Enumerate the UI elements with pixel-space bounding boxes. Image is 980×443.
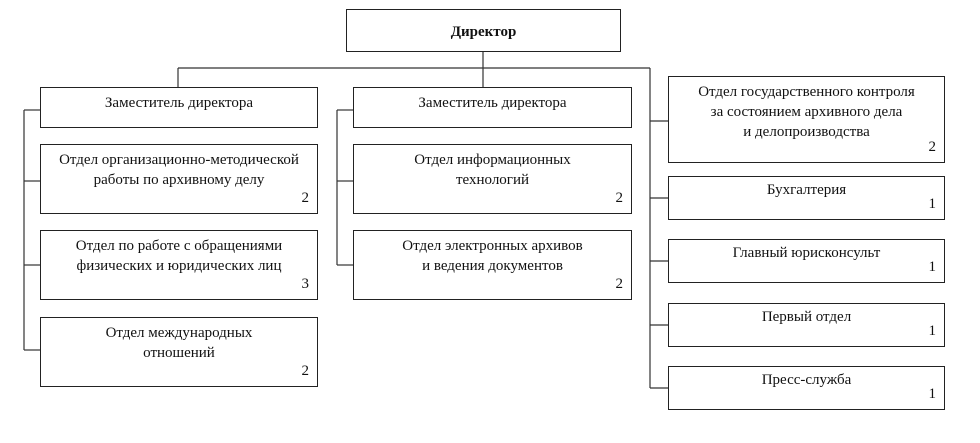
department-line2: технологий (455, 172, 530, 188)
department-line1: Первый отдел (761, 309, 852, 325)
deputy-director-box-1: Заместитель директора (40, 87, 318, 128)
deputy-director-box-2: Заместитель директора (353, 87, 632, 128)
department-line2: за состоянием архивного дела (710, 104, 903, 120)
department-line2: отношений (143, 345, 215, 361)
department-line1: Отдел электронных архивов (402, 238, 583, 254)
department-line2: и ведения документов (422, 258, 563, 274)
staff-count: 1 (928, 259, 937, 275)
staff-count: 2 (615, 276, 624, 292)
department-line1: Отдел организационно-методической (59, 152, 299, 168)
staff-count: 1 (928, 323, 937, 339)
deputy-director-label-2: Заместитель директора (418, 95, 567, 111)
staff-count: 2 (301, 363, 310, 379)
department-line2: работы по архивному делу (93, 172, 265, 188)
director-title: Директор (450, 24, 517, 40)
staff-count: 3 (301, 276, 310, 292)
deputy-director-label-1: Заместитель директора (104, 95, 254, 111)
department-box: Отдел информационных технологий 2 (353, 144, 632, 214)
staff-count: 2 (301, 190, 310, 206)
director-box: Директор (346, 9, 621, 52)
staff-count: 2 (615, 190, 624, 206)
department-line1: Пресс-служба (761, 372, 852, 388)
department-line1: Отдел международных (105, 325, 253, 341)
department-box: Первый отдел 1 (668, 303, 945, 347)
department-box: Отдел государственного контроля за состо… (668, 76, 945, 163)
department-line1: Бухгалтерия (766, 182, 847, 198)
department-line1: Главный юрисконсульт (732, 245, 881, 261)
department-box: Отдел по работе с обращениями физических… (40, 230, 318, 300)
department-line1: Отдел информационных (414, 152, 571, 168)
department-box: Главный юрисконсульт 1 (668, 239, 945, 283)
department-line1: Отдел государственного контроля (698, 84, 915, 100)
department-box: Пресс-служба 1 (668, 366, 945, 410)
staff-count: 2 (928, 139, 937, 155)
department-box: Отдел электронных архивов и ведения доку… (353, 230, 632, 300)
department-line1: Отдел по работе с обращениями (75, 238, 283, 254)
department-line2: физических и юридических лиц (76, 258, 282, 274)
staff-count: 1 (928, 386, 937, 402)
staff-count: 1 (928, 196, 937, 212)
department-box: Бухгалтерия 1 (668, 176, 945, 220)
department-line3: и делопроизводства (743, 124, 870, 140)
department-box: Отдел международных отношений 2 (40, 317, 318, 387)
department-box: Отдел организационно-методической работы… (40, 144, 318, 214)
